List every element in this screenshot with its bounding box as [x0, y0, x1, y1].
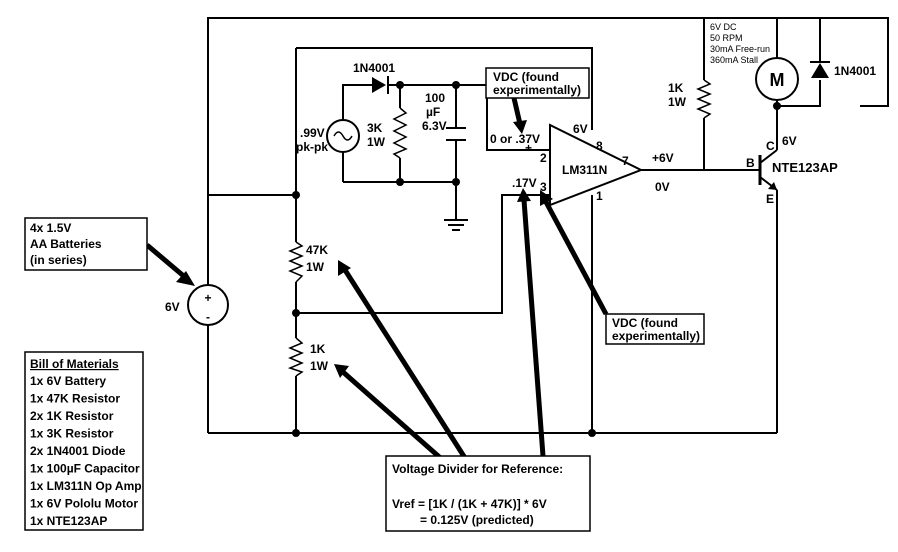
battery: + - 6V: [165, 284, 229, 326]
resistor-3k: 3K 1W: [367, 107, 408, 159]
bom-item: 1x 100µF Capacitor: [30, 462, 140, 476]
svg-text:LM311N: LM311N: [562, 163, 607, 177]
svg-text:experimentally): experimentally): [612, 329, 700, 343]
svg-text:VDC (found: VDC (found: [493, 70, 559, 84]
bill-of-materials: Bill of Materials 1x 6V Battery 1x 47K Re…: [24, 351, 144, 531]
svg-text:AA Batteries: AA Batteries: [30, 237, 102, 251]
batteries-note: 4x 1.5V AA Batteries (in series): [24, 217, 148, 271]
svg-text:1W: 1W: [668, 95, 687, 109]
svg-text:3: 3: [540, 180, 547, 194]
annotation-arrows: [145, 97, 609, 464]
bom-item: 1x LM311N Op Amp: [30, 479, 142, 493]
svg-text:Vref = [1K / (1K + 47K)] * 6V: Vref = [1K / (1K + 47K)] * 6V: [392, 497, 547, 511]
resistor-1k-bottom: 1K 1W: [287, 337, 329, 377]
bom-list: 1x 6V Battery 1x 47K Resistor 2x 1K Resist…: [30, 374, 142, 528]
svg-text:+6V: +6V: [652, 151, 674, 165]
svg-text:0 or .37V: 0 or .37V: [490, 132, 540, 146]
svg-text:1K: 1K: [310, 342, 326, 356]
svg-text:-: -: [206, 310, 210, 324]
svg-text:50 RPM: 50 RPM: [710, 33, 743, 43]
bom-item: 2x 1K Resistor: [30, 409, 114, 423]
svg-text:.99V: .99V: [300, 126, 325, 140]
svg-text:8: 8: [596, 139, 603, 153]
svg-text:6.3V: 6.3V: [422, 119, 447, 133]
op-amp: LM311N + - 2 3 8 1 7 6V: [525, 122, 644, 207]
resistor-1k-top: 1K 1W: [668, 79, 712, 119]
diode-top: 1N4001: [353, 61, 395, 94]
svg-text:2: 2: [540, 151, 547, 165]
svg-text:M: M: [770, 70, 785, 90]
svg-text:360mA Stall: 360mA Stall: [710, 55, 758, 65]
svg-text:7: 7: [622, 154, 629, 168]
svg-text:1W: 1W: [310, 359, 329, 373]
svg-text:E: E: [766, 192, 774, 206]
node-labels: 0 or .37V .17V +6V 0V: [490, 132, 674, 194]
resistor-47k: 47K 1W: [288, 241, 328, 283]
transistor: B C E 6V NTE123AP: [746, 134, 838, 206]
svg-text:pk-pk: pk-pk: [296, 140, 328, 154]
ground-symbol: [444, 219, 468, 231]
svg-text:47K: 47K: [306, 243, 328, 257]
junction-dots: [292, 81, 781, 437]
bom-item: 1x 3K Resistor: [30, 427, 114, 441]
svg-text:B: B: [746, 156, 755, 170]
capacitor: 100 µF 6.3V: [422, 91, 466, 141]
svg-text:.17V: .17V: [512, 176, 537, 190]
svg-text:1N4001: 1N4001: [353, 61, 395, 75]
ac-source: .99V pk-pk: [296, 119, 360, 154]
svg-text:(in series): (in series): [30, 253, 87, 267]
svg-text:6V DC: 6V DC: [710, 22, 737, 32]
svg-text:Voltage Divider for Reference:: Voltage Divider for Reference:: [392, 462, 563, 476]
svg-text:1W: 1W: [306, 260, 325, 274]
diode-motor: 1N4001: [810, 61, 876, 78]
svg-text:+: +: [525, 141, 532, 155]
bom-title: Bill of Materials: [30, 357, 119, 371]
svg-text:1W: 1W: [367, 135, 386, 149]
svg-text:6V: 6V: [573, 122, 588, 136]
svg-text:+: +: [204, 291, 211, 305]
bom-item: 1x 6V Pololu Motor: [30, 497, 138, 511]
svg-text:1N4001: 1N4001: [834, 64, 876, 78]
bom-item: 2x 1N4001 Diode: [30, 444, 126, 458]
svg-text:6V: 6V: [782, 134, 797, 148]
svg-text:1K: 1K: [668, 81, 684, 95]
svg-text:VDC (found: VDC (found: [612, 316, 678, 330]
svg-text:experimentally): experimentally): [493, 83, 581, 97]
bom-item: 1x NTE123AP: [30, 514, 107, 528]
motor: M 6V DC 50 RPM 30mA Free-run 360mA Stall: [710, 22, 799, 101]
svg-text:-: -: [527, 187, 531, 201]
bom-item: 1x 6V Battery: [30, 374, 106, 388]
svg-text:0V: 0V: [655, 180, 670, 194]
svg-text:NTE123AP: NTE123AP: [772, 160, 838, 175]
svg-text:3K: 3K: [367, 121, 383, 135]
bom-item: 1x 47K Resistor: [30, 392, 120, 406]
svg-text:= 0.125V (predicted): = 0.125V (predicted): [420, 513, 534, 527]
svg-text:1: 1: [596, 189, 603, 203]
svg-text:100: 100: [425, 91, 445, 105]
svg-text:µF: µF: [426, 105, 440, 119]
divider-note: Voltage Divider for Reference: Vref = [1…: [385, 455, 591, 532]
svg-text:4x 1.5V: 4x 1.5V: [30, 221, 71, 235]
svg-text:C: C: [766, 139, 775, 153]
vdc-top-note: VDC (found experimentally): [485, 67, 590, 99]
vdc-mid-note: VDC (found experimentally): [605, 313, 705, 345]
svg-text:6V: 6V: [165, 300, 180, 314]
svg-text:30mA Free-run: 30mA Free-run: [710, 44, 770, 54]
